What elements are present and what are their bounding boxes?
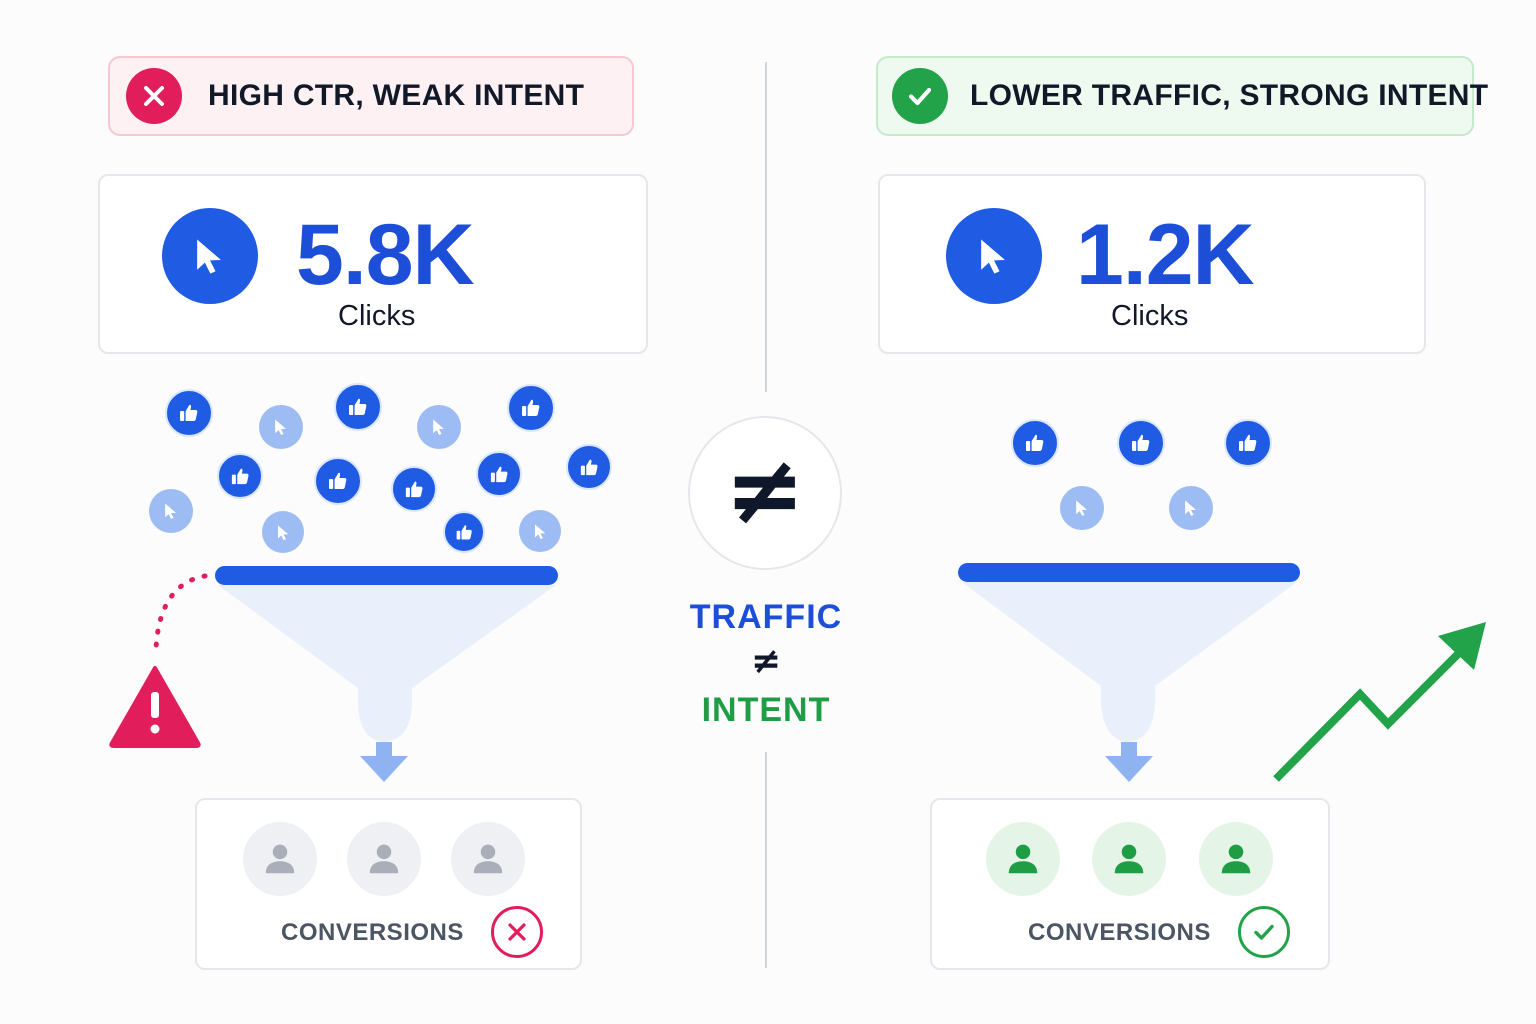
conversions-card-left: CONVERSIONS — [195, 798, 582, 970]
like-icon — [566, 444, 612, 490]
like-icon — [314, 457, 362, 505]
conversions-label: CONVERSIONS — [281, 919, 464, 946]
like-icon — [507, 384, 555, 432]
banner-title: HIGH CTR, WEAK INTENT — [208, 79, 585, 112]
funnel-right — [958, 563, 1300, 782]
like-icon — [476, 451, 522, 497]
cursor-icon — [417, 405, 461, 449]
not-equal-small: ≠ — [750, 641, 782, 682]
user-icon — [1199, 822, 1273, 896]
funnel-left — [215, 566, 558, 782]
cursor-icon — [519, 510, 561, 552]
cursor-icon — [262, 511, 304, 553]
user-icon — [986, 822, 1060, 896]
clicks-card-left: 5.8K Clicks — [98, 174, 648, 354]
cursor-icon — [259, 405, 303, 449]
user-icon — [347, 822, 421, 896]
dropoff-dotted-path — [153, 573, 208, 653]
user-icon — [1092, 822, 1166, 896]
banner-title: LOWER TRAFFIC, STRONG INTENT — [970, 79, 1489, 112]
trend-up-arrow-icon — [1273, 622, 1486, 782]
traffic-label: TRAFFIC — [689, 598, 843, 636]
user-icon — [451, 822, 525, 896]
divider-top — [765, 62, 767, 392]
not-equal-symbol: ≠ — [724, 434, 806, 546]
clicks-card-right: 1.2K Clicks — [878, 174, 1426, 354]
x-icon — [491, 906, 543, 958]
like-icon — [1117, 419, 1165, 467]
weak-intent-banner: HIGH CTR, WEAK INTENT — [108, 56, 634, 136]
not-equal-badge: ≠ — [688, 416, 842, 570]
strong-intent-banner: LOWER TRAFFIC, STRONG INTENT — [876, 56, 1488, 136]
cursor-icon — [162, 208, 258, 304]
cursor-icon — [149, 489, 193, 533]
intent-label: INTENT — [701, 691, 831, 729]
cursor-icon — [946, 208, 1042, 304]
like-icon — [1224, 419, 1272, 467]
clicks-label: Clicks — [1111, 300, 1189, 332]
warning-triangle-icon — [109, 666, 201, 748]
like-icon — [334, 383, 382, 431]
like-icon — [165, 389, 213, 437]
conversions-card-right: CONVERSIONS — [930, 798, 1330, 970]
clicks-value: 5.8K — [296, 207, 475, 303]
check-icon — [1238, 906, 1290, 958]
like-icon — [443, 511, 485, 553]
like-icon — [217, 453, 263, 499]
conversions-label: CONVERSIONS — [1028, 919, 1211, 946]
x-icon — [126, 68, 182, 124]
divider-bottom — [765, 752, 767, 968]
cursor-icon — [1169, 486, 1213, 530]
like-icon — [391, 466, 437, 512]
cursor-icon — [1060, 486, 1104, 530]
user-icon — [243, 822, 317, 896]
clicks-value: 1.2K — [1076, 207, 1255, 303]
clicks-label: Clicks — [338, 300, 416, 332]
like-icon — [1011, 419, 1059, 467]
check-icon — [892, 68, 948, 124]
